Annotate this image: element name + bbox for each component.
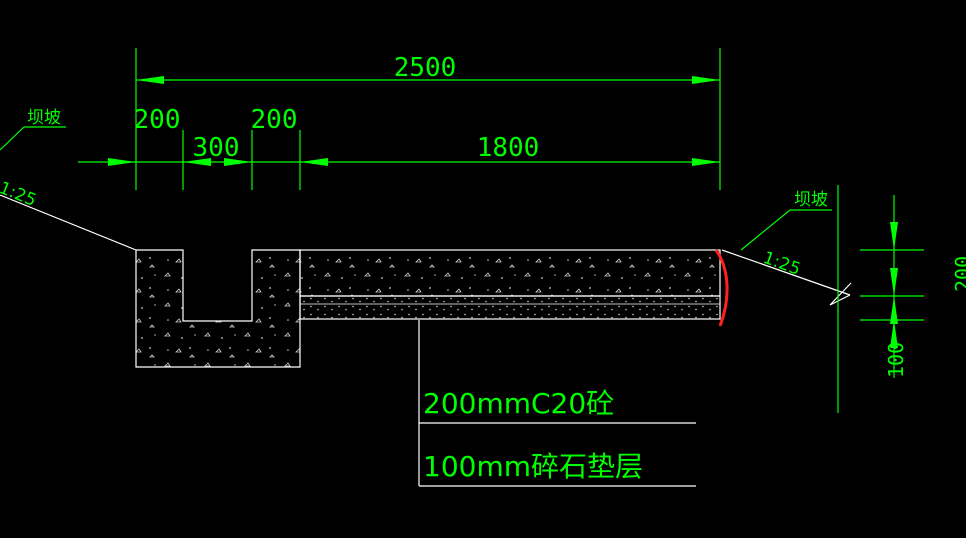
concrete-slab (299, 249, 721, 297)
dimension-segments: 200 300 200 1800 (78, 105, 720, 190)
dimension-300: 300 (193, 133, 240, 163)
dimension-overall: 2500 (135, 48, 721, 190)
layer-callout: 200mmC20砼 100mm碎石垫层 (418, 320, 696, 487)
dimension-200-left: 200 (134, 105, 181, 135)
dimension-200-right: 200 (251, 105, 298, 135)
right-slope-ratio: 1:25 (760, 248, 803, 280)
label-concrete-layer: 200mmC20砼 (423, 387, 614, 420)
drain-channel (135, 249, 301, 368)
dimension-200-vertical: 200 (951, 256, 966, 292)
gravel-layer (299, 295, 721, 320)
right-slope-label: 坝坡 (794, 190, 828, 210)
label-gravel-layer: 100mm碎石垫层 (423, 450, 643, 483)
dimension-1800: 1800 (477, 133, 540, 163)
revision-markup (714, 249, 729, 327)
right-slope: 坝坡 1:25 (721, 190, 852, 306)
dimension-vertical-right: 100 200 (837, 185, 966, 413)
dimension-overall-label: 2500 (394, 53, 457, 83)
dimension-100: 100 (884, 342, 908, 378)
left-slope-label: 坝坡 (27, 108, 61, 128)
left-slope-ratio: 1:25 (0, 178, 39, 211)
left-slope: 坝坡 1:25 (0, 108, 137, 251)
